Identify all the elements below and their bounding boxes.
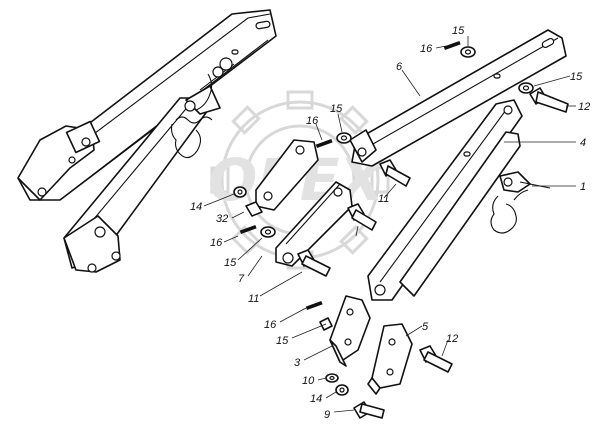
bolt-11-mid (347, 203, 377, 231)
washers (233, 40, 534, 396)
left-upper-beam (17, 9, 277, 201)
bolt-12-upper (529, 87, 569, 113)
callout-11-b: 11 (248, 293, 259, 305)
plate-3 (329, 295, 371, 367)
callout-12-b: 12 (446, 333, 458, 345)
callout-12-a: 12 (578, 101, 590, 113)
bolt-9 (353, 401, 385, 419)
plate-5 (367, 323, 413, 395)
callout-15-b: 15 (570, 71, 583, 83)
callout-6: 6 (396, 61, 403, 73)
right-link-4 (367, 99, 523, 301)
callout-4: 4 (580, 137, 586, 149)
left-diagonal-brace (63, 57, 235, 273)
callout-14-b: 14 (310, 393, 322, 405)
bolt-12-lower (419, 345, 453, 373)
callout-15-c: 15 (330, 103, 343, 115)
leader-lines (203, 36, 576, 413)
callout-labels: 1 4 6 15 16 15 12 15 16 11 14 32 16 15 7… (190, 25, 590, 421)
bolt-11-upper (379, 159, 411, 187)
callout-1: 1 (580, 181, 586, 193)
callout-14-a: 14 (190, 201, 202, 213)
callout-16-c: 16 (210, 237, 223, 249)
right-upper-beam-6 (349, 29, 567, 167)
left-chain (170, 66, 224, 159)
callout-16-d: 16 (264, 319, 277, 331)
callout-16-a: 16 (420, 43, 433, 55)
callout-15-d: 15 (224, 257, 237, 269)
callout-10: 10 (302, 375, 315, 387)
callout-15-a: 15 (452, 25, 465, 37)
callout-16-b: 16 (306, 115, 319, 127)
callout-5: 5 (422, 321, 429, 333)
callout-3: 3 (294, 357, 301, 369)
callout-9: 9 (324, 409, 330, 421)
callout-11-a: 11 (378, 193, 389, 205)
bolt-11-lower (297, 249, 331, 277)
callout-7: 7 (238, 273, 245, 285)
pin-1 (490, 171, 551, 234)
callout-15-e: 15 (276, 335, 289, 347)
callout-32: 32 (216, 213, 228, 225)
